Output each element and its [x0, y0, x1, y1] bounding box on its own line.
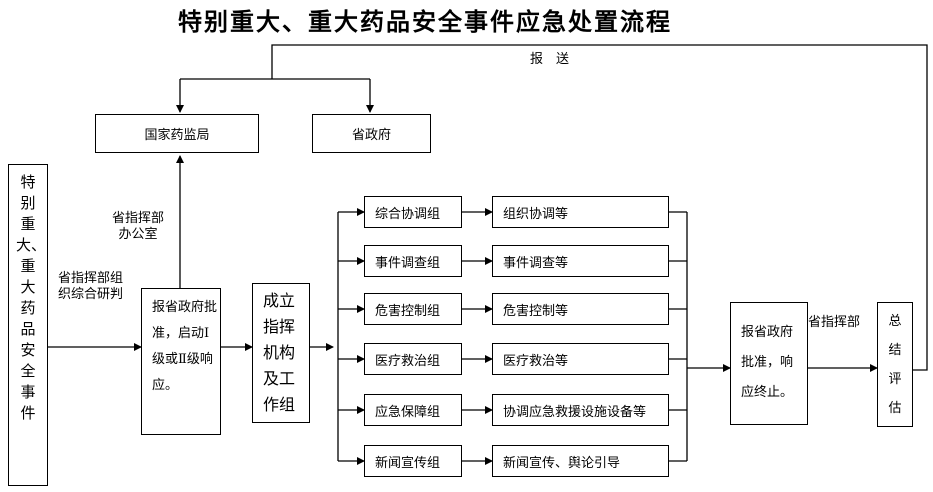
group-name-box: 医疗救治组	[364, 343, 462, 375]
group-task-box: 医疗救治等	[492, 343, 669, 375]
summary-label: 总结评估	[888, 314, 902, 416]
setup-label: 成立指挥机构及工作组	[263, 291, 296, 414]
group-name-box: 应急保障组	[364, 394, 462, 426]
group-name-box: 事件调查组	[364, 245, 462, 277]
group-task-box: 协调应急救援设施设备等	[492, 394, 669, 426]
group-name: 新闻宣传组	[375, 455, 441, 471]
group-name-box: 新闻宣传组	[364, 445, 462, 477]
group-task: 组织协调等	[503, 206, 569, 222]
group-name-box: 危害控制组	[364, 293, 462, 325]
group-task: 危害控制等	[503, 303, 569, 319]
approve-start-label: 报省政府批准，启动Ⅰ级或Ⅱ级响应。	[152, 300, 218, 393]
office-label: 省指挥部 办公室	[112, 211, 165, 242]
approve-end-box: 报省政府批准，响应终止。	[730, 302, 808, 425]
setup-box: 成立指挥机构及工作组	[252, 283, 310, 423]
page-title: 特别重大、重大药品安全事件应急处置流程	[178, 7, 672, 36]
report-loop-line	[271, 44, 928, 371]
group-name-box: 综合协调组	[364, 196, 462, 228]
summary-box: 总结评估	[877, 302, 913, 427]
hq-right-label: 省指挥部	[808, 315, 861, 330]
nmpa-box: 国家药监局	[95, 114, 259, 153]
group-name: 应急保障组	[375, 404, 441, 420]
group-task-box: 组织协调等	[492, 196, 669, 228]
event-box: 特别重大、重大药品安全事件	[8, 164, 48, 486]
event-label: 特别重大、重大药品安全事件	[16, 173, 47, 422]
group-name: 医疗救治组	[375, 353, 441, 369]
report-label: 报 送	[530, 52, 570, 67]
approve-end-label: 报省政府批准，响应终止。	[741, 325, 794, 400]
approve-start-box: 报省政府批准，启动Ⅰ级或Ⅱ级响应。	[141, 288, 221, 435]
group-task-box: 事件调查等	[492, 245, 669, 277]
province-gov-box: 省政府	[312, 114, 431, 153]
nmpa-label: 国家药监局	[144, 128, 210, 143]
group-task-box: 危害控制等	[492, 293, 669, 325]
province-gov-label: 省政府	[351, 128, 391, 143]
group-name: 事件调查组	[375, 255, 441, 271]
group-task: 事件调查等	[503, 255, 569, 271]
group-task: 新闻宣传、舆论引导	[503, 455, 621, 471]
group-task: 医疗救治等	[503, 353, 569, 369]
group-task-box: 新闻宣传、舆论引导	[492, 445, 669, 477]
group-name: 危害控制组	[375, 303, 441, 319]
group-task: 协调应急救援设施设备等	[503, 404, 647, 420]
group-name: 综合协调组	[375, 206, 441, 222]
research-label: 省指挥部组 织综合研判	[58, 271, 124, 302]
